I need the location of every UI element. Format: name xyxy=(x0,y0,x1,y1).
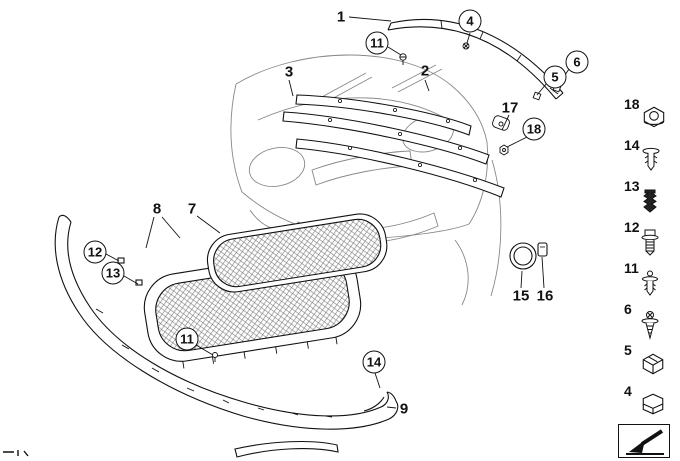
callout-1[interactable]: 1 xyxy=(336,8,346,26)
leader-lines xyxy=(105,16,570,409)
callout-14[interactable]: 14 xyxy=(362,350,386,374)
front-direction-arrow[interactable] xyxy=(618,424,670,461)
part-front-spoiler xyxy=(54,214,399,430)
part-upper-trim-strip xyxy=(387,18,564,100)
callout-17[interactable]: 17 xyxy=(501,99,519,117)
part-cowl-strips xyxy=(282,94,505,198)
tapping-screw-icon xyxy=(641,311,659,340)
callout-3[interactable]: 3 xyxy=(284,63,294,81)
legend-item-4[interactable]: 4 xyxy=(620,383,678,424)
callout-9[interactable]: 9 xyxy=(399,400,409,418)
legend-item-6[interactable]: 6 xyxy=(620,301,678,342)
front-direction-arrow-icon xyxy=(618,424,670,458)
clip-icon xyxy=(642,393,664,415)
callout-7[interactable]: 7 xyxy=(187,200,197,218)
legend-item-13[interactable]: 13 xyxy=(620,178,678,219)
legend-number: 13 xyxy=(624,178,640,194)
expansion-rivet-icon xyxy=(642,270,658,296)
callout-13[interactable]: 13 xyxy=(101,261,125,285)
clip-nut-icon xyxy=(642,353,664,375)
callout-16[interactable]: 16 xyxy=(536,287,554,305)
part-badge-emblem xyxy=(509,242,548,270)
fastener-legend: 18 14 13 12 xyxy=(620,96,678,424)
callout-12[interactable]: 12 xyxy=(83,240,107,264)
legend-item-12[interactable]: 12 xyxy=(620,219,678,260)
legend-number: 18 xyxy=(624,96,640,112)
flange-nut-icon xyxy=(643,106,665,128)
part-lower-grille xyxy=(143,249,362,369)
cropped-artifact xyxy=(3,450,29,457)
legend-item-11[interactable]: 11 xyxy=(620,260,678,301)
legend-number: 6 xyxy=(624,301,632,317)
legend-number: 12 xyxy=(624,219,640,235)
legend-number: 14 xyxy=(624,137,640,153)
callout-6[interactable]: 6 xyxy=(565,50,589,74)
legend-item-5[interactable]: 5 xyxy=(620,342,678,383)
callout-4[interactable]: 4 xyxy=(458,9,482,33)
legend-number: 11 xyxy=(624,260,639,276)
fir-tree-clip-icon xyxy=(643,189,657,213)
callout-5[interactable]: 5 xyxy=(543,65,567,89)
legend-item-14[interactable]: 14 xyxy=(620,137,678,178)
legend-number: 4 xyxy=(624,383,632,399)
part-bottom-strip xyxy=(234,440,339,458)
callout-8[interactable]: 8 xyxy=(152,200,162,218)
callout-18[interactable]: 18 xyxy=(522,117,546,141)
callout-11-bottom[interactable]: 11 xyxy=(175,327,199,351)
callout-2[interactable]: 2 xyxy=(420,62,430,80)
part-upper-grille xyxy=(206,213,388,293)
legend-number: 5 xyxy=(624,342,632,358)
screw-icon xyxy=(641,229,659,256)
expanding-rivet-icon xyxy=(642,147,660,171)
callout-15[interactable]: 15 xyxy=(512,287,530,305)
callout-11-top[interactable]: 11 xyxy=(365,31,389,55)
car-front-silhouette xyxy=(230,54,502,306)
legend-item-18[interactable]: 18 xyxy=(620,96,678,137)
